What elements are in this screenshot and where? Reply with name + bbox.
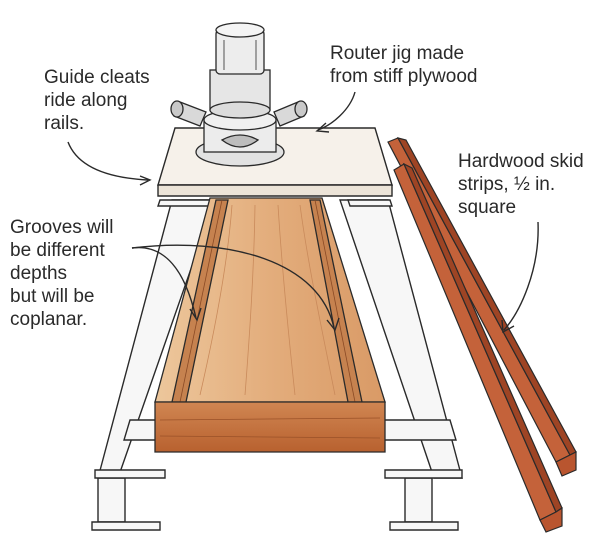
hardwood-skid-line-2: strips, ½ in. bbox=[458, 174, 556, 195]
grooves-line-1: Grooves will bbox=[10, 217, 114, 238]
workpiece-board bbox=[154, 197, 386, 453]
router-jig-line-1: Router jig made bbox=[330, 43, 465, 64]
hardwood-skid-line-3: square bbox=[458, 197, 517, 218]
router bbox=[170, 22, 308, 167]
grooves-line-5: coplanar. bbox=[10, 309, 88, 330]
grooves-line-4: but will be bbox=[10, 286, 95, 307]
right-rail bbox=[339, 199, 463, 531]
hardwood-skid-strips bbox=[387, 137, 577, 533]
router-jig-line-2: from stiff plywood bbox=[330, 66, 478, 87]
router-jig-label: Router jig made from stiff plywood bbox=[330, 42, 477, 88]
grooves-line-2: be different bbox=[10, 240, 105, 261]
guide-cleats-label: Guide cleats ride along rails. bbox=[44, 66, 150, 135]
guide-cleats-line-3: rails. bbox=[44, 113, 85, 134]
left-rail bbox=[91, 199, 217, 531]
grooves-label: Grooves will be different depths but wil… bbox=[10, 216, 113, 331]
hardwood-skid-label: Hardwood skid strips, ½ in. square bbox=[458, 150, 584, 219]
grooves-line-3: depths bbox=[10, 263, 68, 284]
guide-cleats-line-2: ride along bbox=[44, 90, 128, 111]
hardwood-skid-line-1: Hardwood skid bbox=[458, 151, 584, 172]
guide-cleats-line-1: Guide cleats bbox=[44, 67, 150, 88]
leader-lines bbox=[67, 91, 539, 334]
